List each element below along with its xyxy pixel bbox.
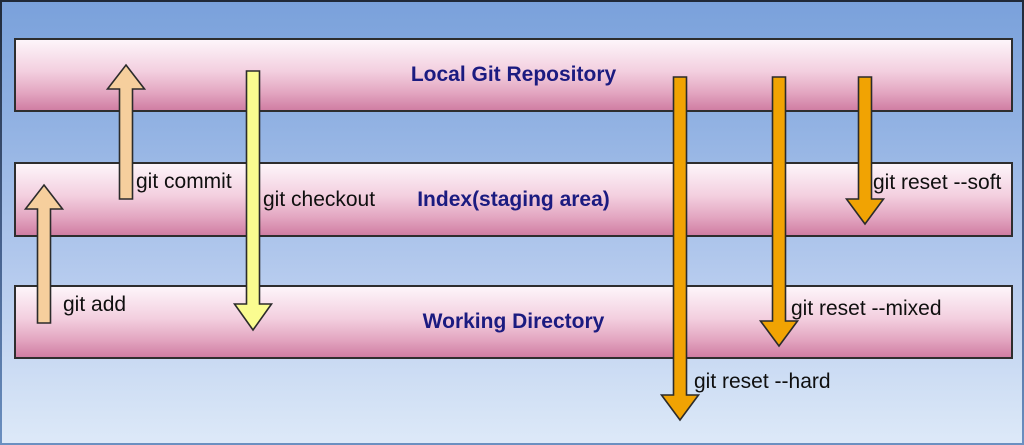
row-title: Index(staging area) [417, 187, 610, 211]
git-commit-label: git commit [136, 170, 232, 193]
git-reset-hard-label: git reset --hard [694, 370, 831, 393]
git-add-label: git add [63, 293, 127, 316]
row-local-git-repository: Local Git Repository [14, 38, 1013, 112]
git-reset-mixed-label: git reset --mixed [791, 297, 942, 320]
row-title: Working Directory [422, 310, 605, 333]
git-checkout-label: git checkout [263, 188, 376, 211]
git-reset-hard-arrow-icon [659, 76, 701, 422]
row-working-directory: Working Directory [14, 285, 1013, 359]
git-reset-soft-label: git reset --soft [873, 171, 1002, 194]
row-title: Local Git Repository [410, 63, 617, 86]
